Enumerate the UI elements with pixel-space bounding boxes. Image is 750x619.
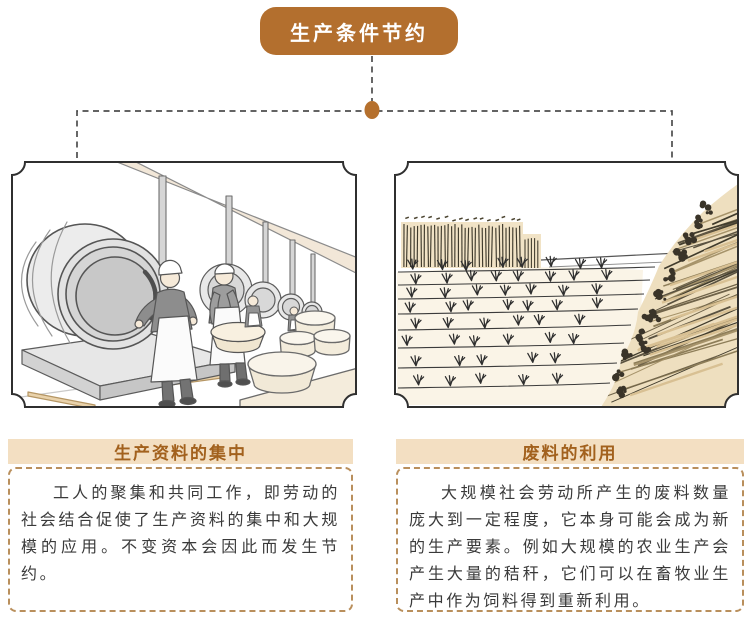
card-waste-utilization: 废料的利用 大规模社会劳动所产生的废料数量庞大到一定程度，它本身可能会成为新的生… — [396, 439, 744, 612]
card-means-concentration: 生产资料的集中 工人的聚集和共同工作，即劳动的社会结合促使了生产资料的集中和大规… — [8, 439, 353, 612]
panel-factory — [10, 160, 358, 414]
title-banner: 生产条件节约 — [260, 7, 458, 55]
factory-scene-group — [13, 162, 356, 407]
panel-field — [393, 160, 740, 414]
panel-frame — [11, 161, 357, 408]
card-paragraph: 工人的聚集和共同工作，即劳动的社会结合促使了生产资料的集中和大规模的应用。不变资… — [21, 485, 340, 583]
title-banner-label: 生产条件节约 — [290, 22, 428, 45]
panel-frame — [394, 161, 739, 408]
branch-node-dot — [364, 101, 380, 119]
card-heading-band: 生产资料的集中 — [8, 439, 353, 464]
card-heading: 生产资料的集中 — [114, 444, 247, 463]
card-heading: 废料的利用 — [522, 444, 618, 463]
straw-field-illustration — [394, 161, 739, 408]
card-body: 大规模社会劳动所产生的废料数量庞大到一定程度，它本身可能会成为新的生产要素。例如… — [396, 467, 744, 612]
field-scene-group — [397, 184, 738, 407]
card-paragraph: 大规模社会劳动所产生的废料数量庞大到一定程度，它本身可能会成为新的生产要素。例如… — [409, 485, 731, 610]
card-body: 工人的聚集和共同工作，即劳动的社会结合促使了生产资料的集中和大规模的应用。不变资… — [8, 467, 353, 612]
card-heading-band: 废料的利用 — [396, 439, 744, 464]
dashed-connector-path — [76, 56, 673, 158]
factory-scene-illustration — [11, 161, 357, 408]
